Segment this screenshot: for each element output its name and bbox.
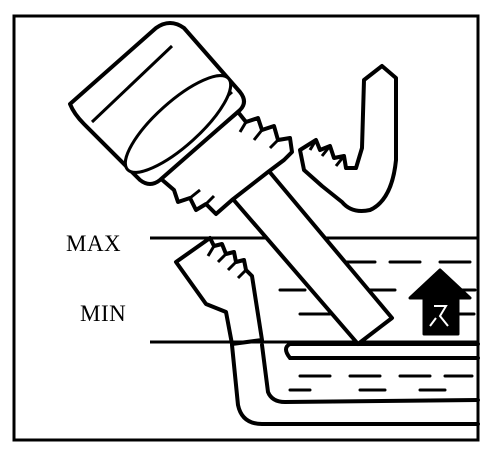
max-label: MAX	[66, 232, 121, 255]
inner-pipe	[286, 344, 478, 358]
min-label: MIN	[80, 302, 126, 325]
filler-tube	[176, 238, 262, 344]
up-arrow-icon	[410, 270, 470, 334]
breather-pipe	[300, 66, 396, 211]
